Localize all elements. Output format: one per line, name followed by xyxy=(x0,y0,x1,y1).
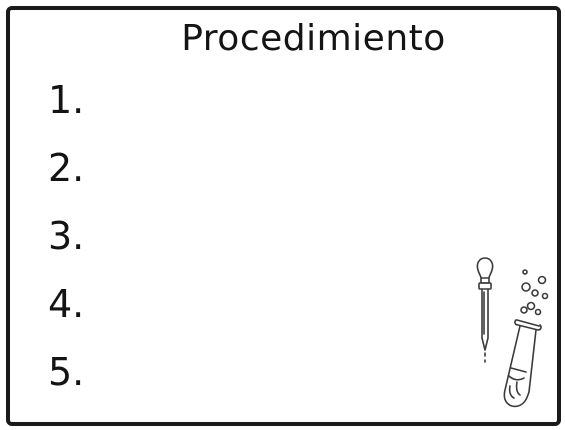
procedure-card: Procedimiento 1. 2. 3. 4. 5. xyxy=(6,6,561,426)
step-number-3: 3. xyxy=(48,214,85,258)
step-number-5: 5. xyxy=(48,350,85,394)
dropper-icon xyxy=(476,257,494,363)
step-number-2: 2. xyxy=(48,146,85,190)
step-number-1: 1. xyxy=(48,78,85,122)
step-item-4: 4. xyxy=(48,282,84,350)
worksheet-title: Procedimiento xyxy=(181,18,446,59)
bubbles-icon xyxy=(520,269,549,316)
test-tube-icon xyxy=(503,319,542,408)
step-item-3: 3. xyxy=(48,214,84,282)
step-number-4: 4. xyxy=(48,282,85,326)
step-item-5: 5. xyxy=(48,350,84,418)
step-item-1: 1. xyxy=(48,78,84,146)
lab-illustration xyxy=(476,257,549,408)
step-list: 1. 2. 3. 4. 5. xyxy=(48,78,84,418)
step-item-2: 2. xyxy=(48,146,84,214)
